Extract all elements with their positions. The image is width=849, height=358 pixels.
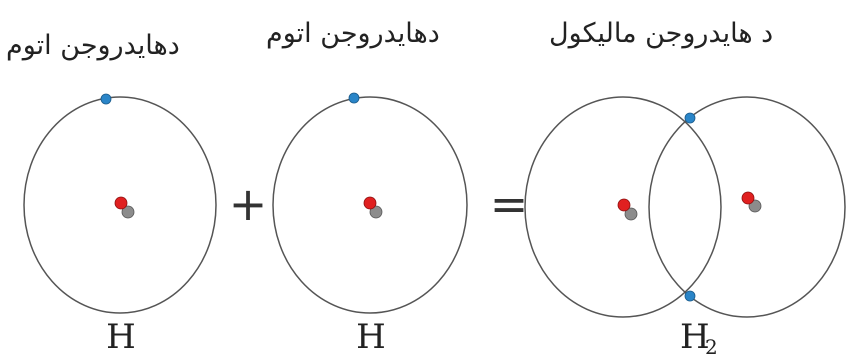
symbol-h2-subscript: 2 xyxy=(705,335,718,358)
symbol-h2-base: H xyxy=(680,317,710,357)
orbit-shell xyxy=(272,96,468,314)
symbol-h-left: H xyxy=(106,317,136,357)
neutron xyxy=(624,207,638,221)
shared-electron-top xyxy=(684,112,696,124)
hydrogen-atom-right xyxy=(272,92,468,314)
neutron xyxy=(121,205,135,219)
equals-sign: = xyxy=(490,177,529,231)
orbit-shell-left xyxy=(524,96,722,318)
shared-electron-bottom xyxy=(684,290,696,302)
orbit-shell xyxy=(23,96,217,314)
hydrogen-molecule xyxy=(524,96,846,318)
orbit-shell-right xyxy=(648,96,846,318)
proton xyxy=(363,196,377,210)
hydrogen-atom-label-right: دهایدروجن اتوم xyxy=(266,18,440,49)
symbol-h-right: H xyxy=(356,317,386,357)
neutron xyxy=(369,205,383,219)
hydrogen-molecule-label: د هایدروجن مالیکول xyxy=(549,18,774,49)
electron xyxy=(348,92,360,104)
neutron xyxy=(748,199,762,213)
hydrogen-atom-left xyxy=(23,93,217,314)
proton xyxy=(617,198,631,212)
plus-sign: + xyxy=(229,177,268,231)
hydrogen-atom-label-left: دهایدروجن اتوم xyxy=(6,30,180,61)
electron xyxy=(100,93,112,105)
proton xyxy=(741,191,755,205)
proton xyxy=(114,196,128,210)
